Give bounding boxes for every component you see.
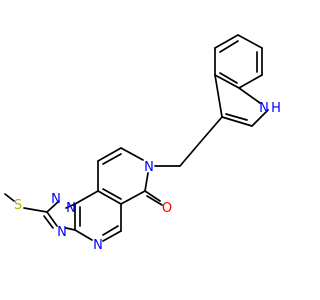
triazole-nitrogen-4-label: N (57, 225, 67, 240)
chemical-structure: N H N O N N N N S (4, 34, 281, 253)
triazole-bridge-nitrogen-label: N (66, 201, 76, 216)
pyridone-nitrogen-label: N (144, 160, 154, 175)
indole-hydrogen-label: H (271, 101, 281, 116)
indole-nitrogen-label: N (259, 101, 269, 116)
pyrimidine-nitrogen-label: N (93, 238, 103, 253)
triazole-nitrogen-2-label: N (51, 192, 61, 207)
sulfur-label: S (14, 198, 22, 213)
carbonyl-oxygen-label: O (162, 201, 172, 216)
atom-labels: N H N O N N N N S (14, 101, 281, 253)
bond-lines (4, 34, 269, 242)
